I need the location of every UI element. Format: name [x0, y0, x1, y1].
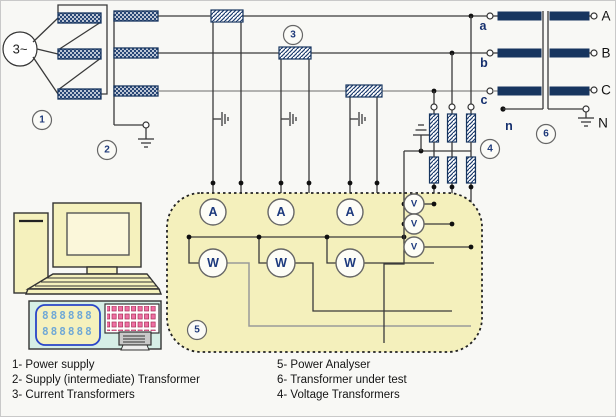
ct-winding: [345, 84, 383, 98]
voltmeter-1-label: V: [410, 198, 418, 210]
computer-workstation: [13, 202, 163, 295]
terminal-n-label: n: [505, 119, 513, 133]
terminal-A: [590, 12, 598, 20]
power-supply-symbol: [2, 4, 108, 100]
winding: [57, 88, 102, 100]
terminal-b-label: b: [480, 56, 488, 70]
legend-item-3: 3- Current Transformers: [12, 389, 135, 401]
wattmeter-2-label: W: [275, 256, 287, 270]
vt-primary: [446, 113, 458, 143]
analyser-boundary: [166, 192, 483, 353]
ammeter-2-label: A: [276, 205, 286, 219]
ground-icon: [578, 112, 594, 127]
callout-5: 5: [194, 324, 200, 336]
vt-secondary: [465, 156, 477, 184]
terminal-N-label: N: [598, 115, 608, 131]
measuring-instrument: [28, 300, 162, 351]
winding: [113, 85, 159, 97]
tut-primary: [497, 48, 542, 58]
legend-item-6: 6- Transformer under test: [277, 374, 407, 386]
winding: [113, 10, 159, 22]
ammeter-3: [336, 198, 364, 226]
ground-icon: [350, 112, 366, 126]
terminal-c: [486, 87, 494, 95]
tut-secondary: [549, 86, 590, 96]
display-row-1: 888888: [42, 309, 94, 322]
computer-tower: [13, 212, 49, 294]
callout-2: 2: [104, 144, 110, 156]
ground-icon: [213, 112, 229, 126]
phase-lines: [158, 12, 494, 95]
terminal-N: [582, 105, 590, 113]
instrument-display: [35, 304, 101, 346]
tut-primary: [497, 86, 542, 96]
winding: [57, 12, 102, 24]
voltmeter-2: [403, 213, 425, 235]
tut-secondary: [549, 11, 590, 21]
ammeter-1-label: A: [208, 205, 218, 219]
callout-1: 1: [39, 114, 45, 126]
ammeter-3-label: A: [345, 205, 355, 219]
winding: [113, 47, 159, 59]
legend-item-2: 2- Supply (intermediate) Transformer: [12, 374, 200, 386]
callout-3: 3: [290, 29, 296, 41]
ammeter-1: [199, 198, 227, 226]
wattmeter-3-label: W: [344, 256, 356, 270]
supply-transformer-symbol: [113, 10, 159, 148]
ammeter-2: [267, 198, 295, 226]
voltmeter-3: [403, 236, 425, 258]
callout-6: 6: [543, 128, 549, 140]
legend-item-1: 1- Power supply: [12, 359, 95, 371]
ground-icon: [138, 128, 154, 148]
source-label: 3~: [12, 41, 28, 57]
w1-voltage-route: [227, 262, 471, 327]
keypad-buttons: [107, 306, 157, 331]
legend-item-5: 5- Power Analyser: [277, 359, 371, 371]
monitor-screen: [66, 212, 130, 256]
winding: [57, 48, 102, 60]
voltmeter-2-label: V: [410, 218, 418, 230]
wattmeter-2: [266, 248, 296, 278]
callout-4: 4: [487, 143, 493, 155]
ct-winding: [210, 9, 244, 23]
display-row-2: 888888: [42, 325, 94, 338]
terminal-B: [590, 49, 598, 57]
terminal-C: [590, 86, 598, 94]
wattmeter-1: [198, 248, 228, 278]
terminal-c-label: c: [480, 93, 488, 107]
wattmeter-3: [335, 248, 365, 278]
ground-icon: [413, 124, 429, 151]
ground-icon: [281, 112, 297, 126]
legend-item-4: 4- Voltage Transformers: [277, 389, 400, 401]
vt-primary: [428, 113, 440, 143]
callout-circles: [31, 24, 557, 341]
wattmeter-1-label: W: [207, 256, 219, 270]
terminal-a: [486, 12, 494, 20]
power-analyser: [166, 151, 483, 353]
ct-winding: [278, 46, 312, 60]
w2-voltage-route: [295, 262, 452, 312]
terminal-A-label: A: [601, 8, 611, 24]
terminal-C-label: C: [601, 82, 611, 98]
vt-primary: [465, 113, 477, 143]
terminal-a-label: a: [479, 19, 487, 33]
tut-secondary: [549, 48, 590, 58]
tut-primary: [497, 11, 542, 21]
voltage-transformers: [404, 13, 477, 326]
vt-secondary: [428, 156, 440, 184]
terminal-B-label: B: [601, 45, 611, 61]
transformer-under-test: [493, 11, 598, 127]
voltmeter-3-label: V: [410, 241, 418, 253]
vt-secondary: [446, 156, 458, 184]
